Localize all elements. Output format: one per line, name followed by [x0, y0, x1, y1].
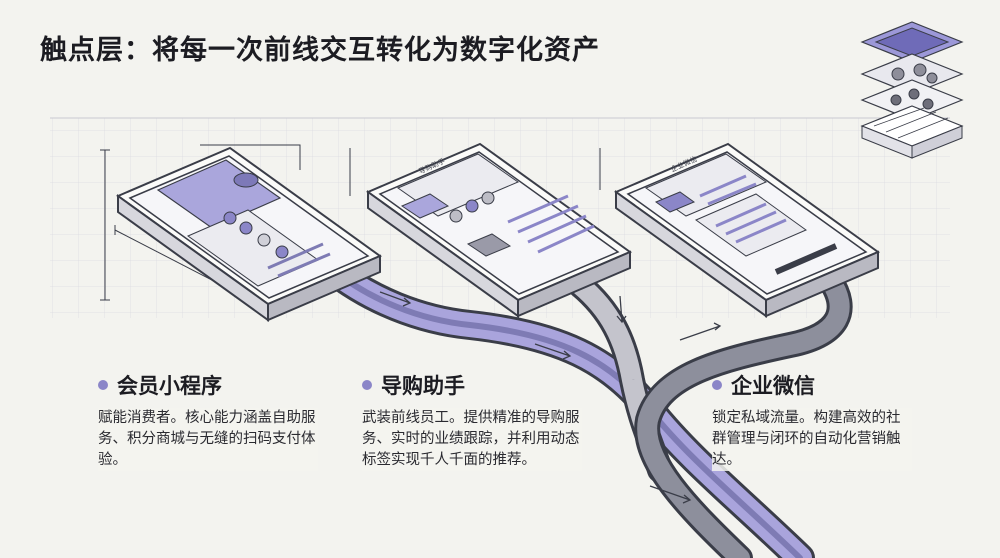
caption-title: 企业微信 — [731, 370, 815, 400]
caption-description: 武装前线员工。提供精准的导购服务、实时的业绩跟踪，并利用动态标签实现千人千面的推… — [362, 408, 582, 471]
caption-description: 锁定私域流量。构建高效的社群管理与闭环的自动化营销触达。 — [712, 408, 912, 471]
page-title: 触点层：将每一次前线交互转化为数字化资产 — [40, 28, 600, 67]
caption-wecom: 企业微信 锁定私域流量。构建高效的社群管理与闭环的自动化营销触达。 — [712, 370, 912, 471]
bullet-dot — [712, 380, 722, 390]
caption-shopping-guide: 导购助手 武装前线员工。提供精准的导购服务、实时的业绩跟踪，并利用动态标签实现千… — [362, 370, 582, 471]
caption-member-miniprogram: 会员小程序 赋能消费者。核心能力涵盖自助服务、积分商城与无缝的扫码支付体验。 — [98, 370, 318, 471]
layer-stack-icon — [862, 22, 962, 158]
caption-title: 会员小程序 — [117, 370, 222, 400]
caption-title: 导购助手 — [381, 370, 465, 400]
bullet-dot — [98, 380, 108, 390]
bullet-dot — [362, 380, 372, 390]
caption-description: 赋能消费者。核心能力涵盖自助服务、积分商城与无缝的扫码支付体验。 — [98, 408, 318, 471]
